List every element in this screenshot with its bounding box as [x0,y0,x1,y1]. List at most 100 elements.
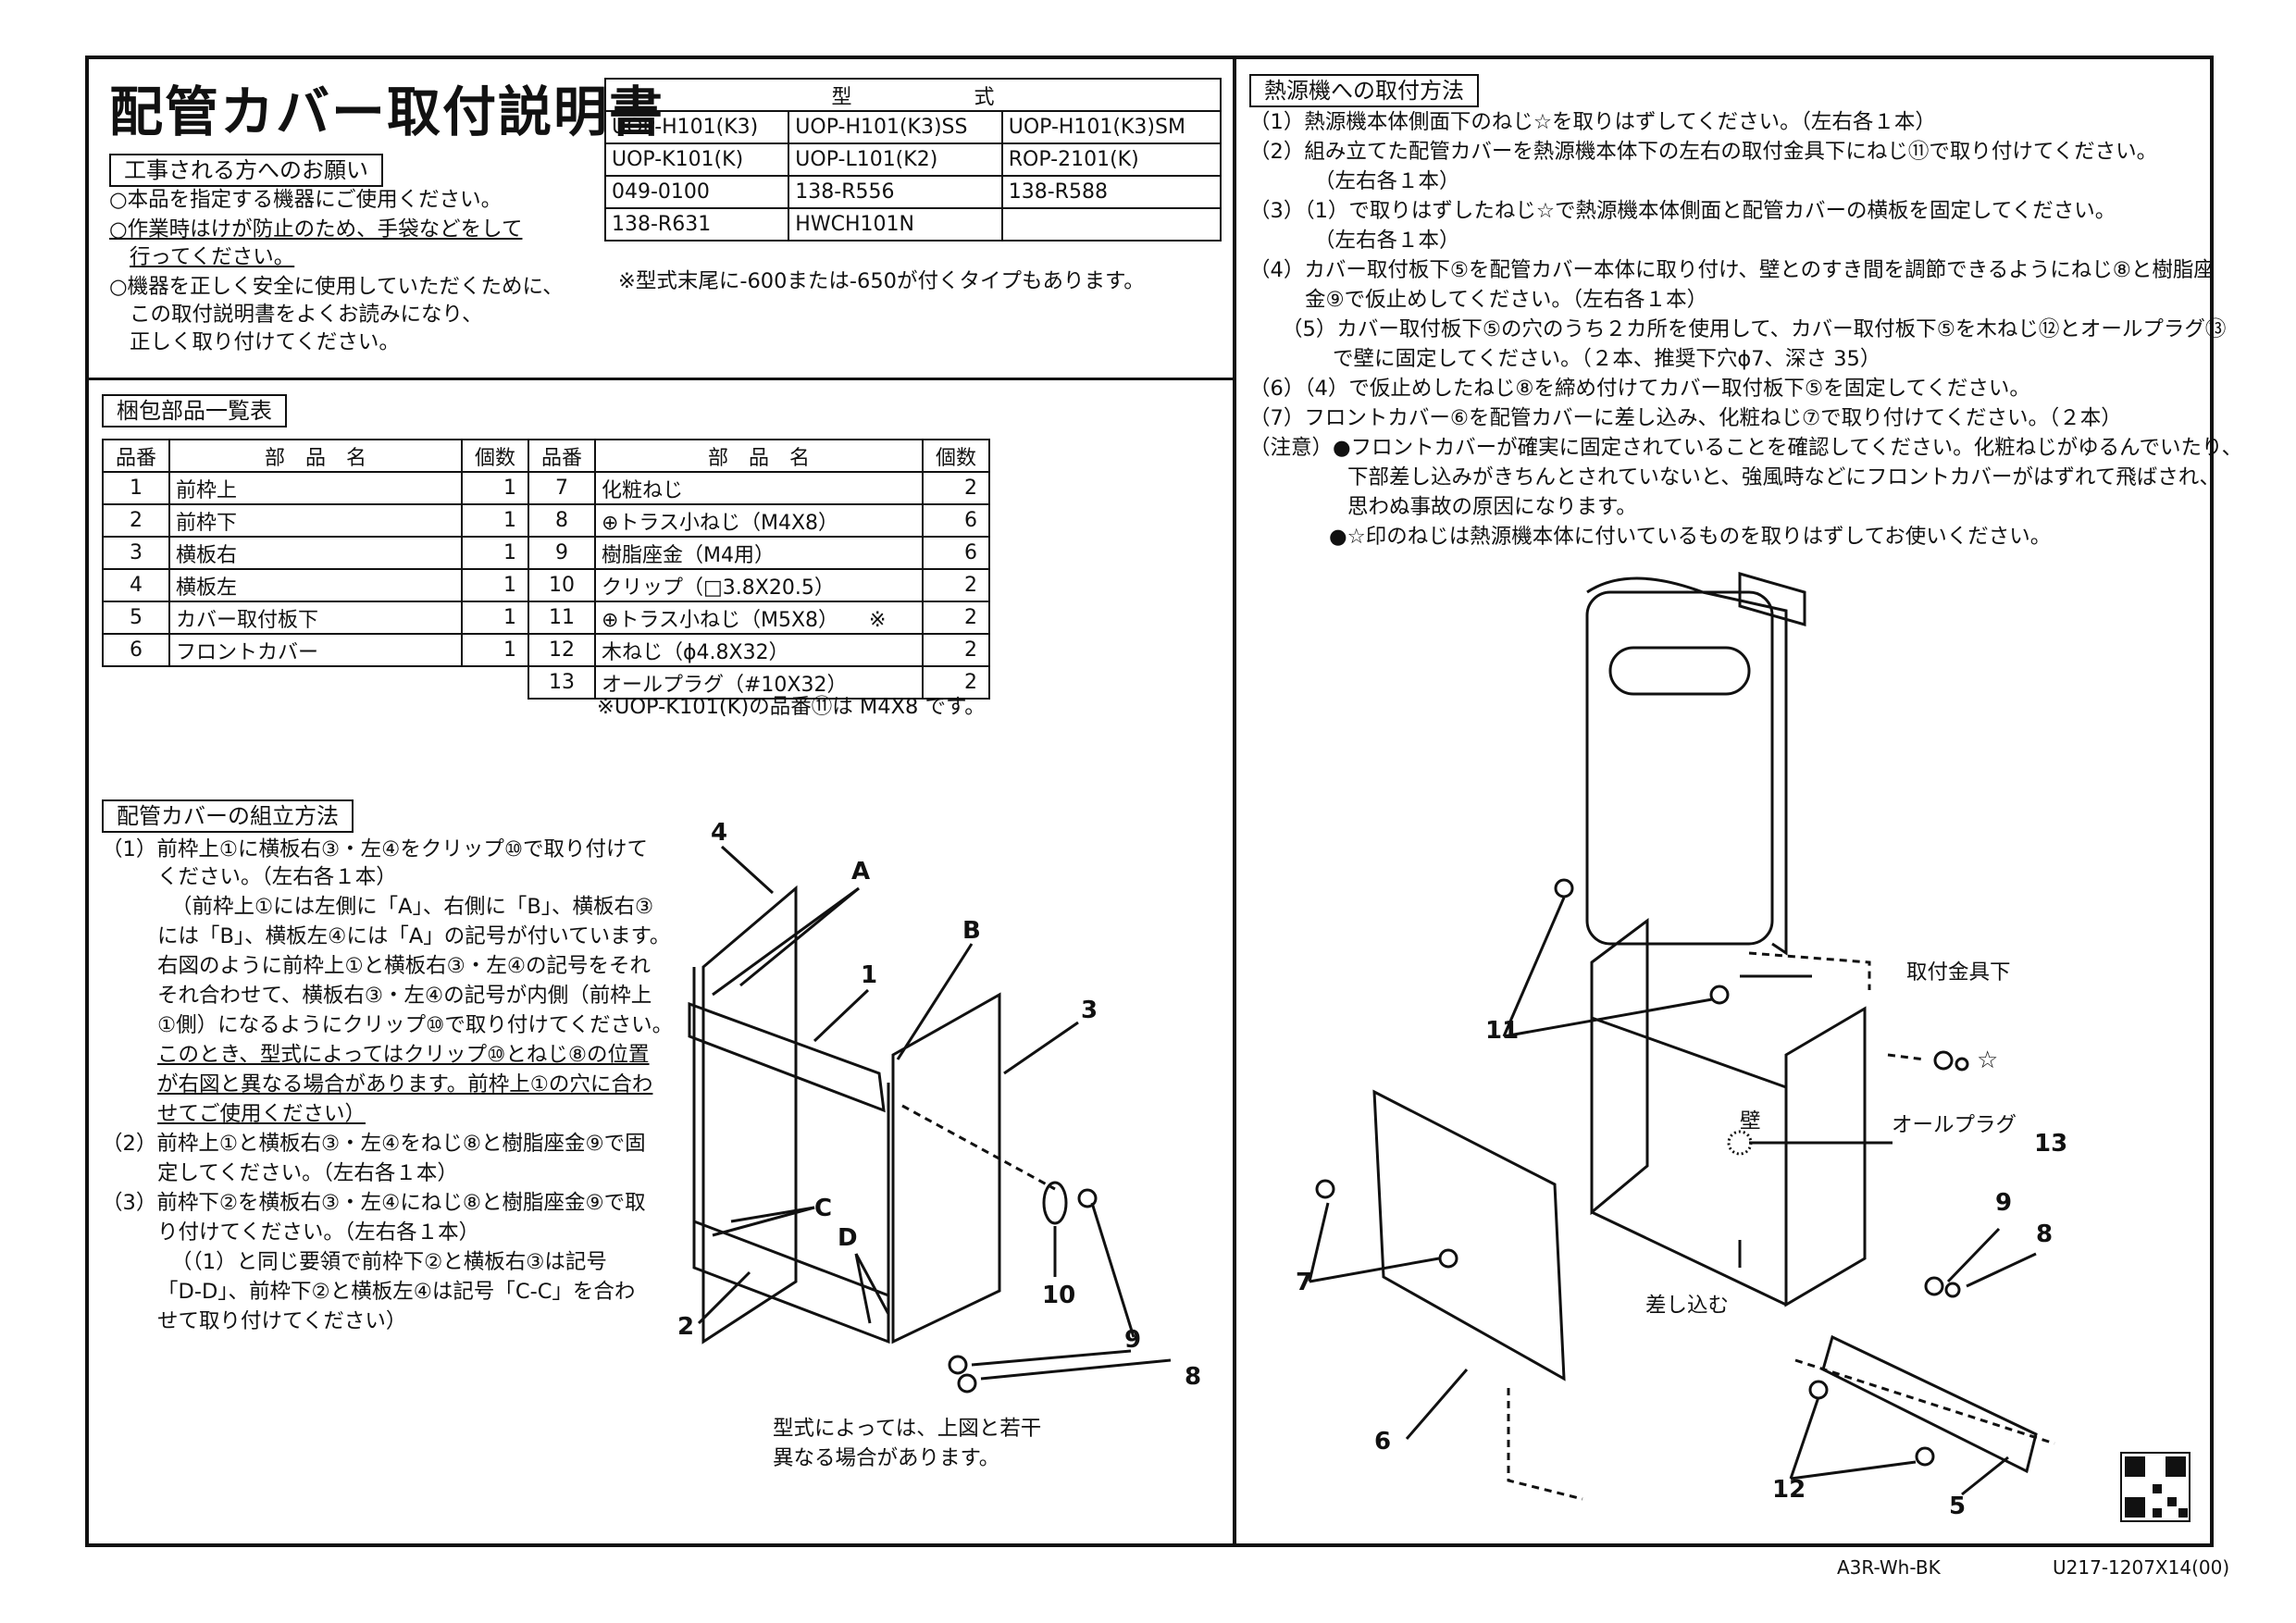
install-line: 思わぬ事故の原因になります。 [1347,495,1637,519]
label-b: B [962,917,981,945]
assembly-line: それ合わせて、横板右③・左④の記号が内側（前枠上 [157,984,652,1008]
install-line: （左右各１本） [1314,169,1460,193]
front-frame-bottom-shape [692,1219,890,1344]
part-name: 化粧ねじ [594,471,924,505]
assembly-line: （3）前枠下②を横板右③・左④にねじ⑧と樹脂座金⑨で取 [102,1191,646,1215]
callout-5: 5 [1949,1493,1967,1520]
part-qty: 2 [922,471,990,505]
part-no: 3 [102,536,170,570]
model-note: ※型式末尾に-600または-650が付くタイプもあります。 [618,269,1145,293]
install-line: （2）組み立てた配管カバーを熱源機本体下の左右の取付金具下にねじ⑪で取り付けてく… [1249,140,2158,164]
install-line: で壁に固定してください。（２本、推奨下穴ϕ7、深さ 35） [1333,347,1881,371]
part-name: カバー取付板下 [168,601,463,635]
callout-10: 10 [1042,1282,1076,1309]
install-line: ●☆印のねじは熱源機本体に付いているものを取りはずしてお使いください。 [1329,525,2052,549]
assembly-line: り付けてください。（左右各１本） [157,1220,480,1245]
label-star: ☆ [1977,1047,1999,1074]
model-cell: UOP-L101(K2) [788,142,1003,177]
callout-6: 6 [1374,1428,1392,1456]
label-d: D [838,1224,858,1252]
heater-display-shape [1608,646,1751,696]
label-insert: 差し込む [1645,1294,1730,1318]
install-line: （6）（4）で仮止めしたねじ⑧を締め付けてカバー取付板下⑤を固定してください。 [1249,377,2030,401]
assembly-line: （1）前枠上①に横板右③・左④をクリップ⑩で取り付けて [102,837,648,861]
screw-shape [948,1355,968,1375]
model-cell: ROP-2101(K) [1000,142,1222,177]
install-line: （7）フロントカバー⑥を配管カバーに差し込み、化粧ねじ⑦で取り付けてください。（… [1249,406,2122,430]
label-c: C [814,1195,833,1222]
left-panel-shape [701,885,798,1344]
callout-9: 9 [1124,1326,1142,1354]
diagram-note: 型式によっては、上図と若干 [773,1417,1042,1441]
label-wall: 壁 [1740,1109,1761,1134]
col-name: 部 品 名 [168,439,463,473]
part-name: フロントカバー [168,633,463,667]
part-name: 横板右 [168,536,463,570]
vertical-divider [1233,56,1236,1547]
assembly-heading: 配管カバーの組立方法 [102,799,354,833]
part-qty: 1 [461,536,529,570]
install-line: （左右各１本） [1314,229,1460,253]
wall-bracket-shape [1738,572,1806,626]
part-no: 2 [102,503,170,538]
part-qty: 1 [461,601,529,635]
assembly-diagram [688,845,1172,1394]
part-name: 木ねじ（ϕ4.8X32） [594,633,924,667]
col-name: 部 品 名 [594,439,924,473]
col-qty: 個数 [922,439,990,473]
parts-heading: 梱包部品一覧表 [102,394,287,427]
assembly-line: 「D-D」、前枠下②と横板左④は記号「C-C」を合わ [157,1280,636,1304]
label-bracket: 取付金具下 [1906,960,2011,985]
model-table: 型 式 UOP-H101(K3) UOP-H101(K3)SS UOP-H101… [603,78,1222,242]
label-a: A [851,858,871,886]
install-diagram [1308,572,2055,1501]
callout-12: 12 [1772,1476,1806,1504]
model-table-header: 型 式 [604,78,1222,112]
label-plug: オールプラグ [1892,1113,2017,1137]
model-cell: UOP-H101(K3) [603,110,790,144]
part-name: 前枠下 [168,503,463,538]
assembly-line: ①側）になるようにクリップ⑩で取り付けてください。 [157,1013,674,1037]
part-no: 10 [527,568,596,602]
callout-8-install: 8 [2036,1220,2054,1248]
request-line: 行ってください。 [130,245,295,269]
part-no: 6 [102,633,170,667]
heater-body-shape [1585,590,1774,946]
assembly-line: 右図のように前枠上①と横板右③・左④の記号をそれ [157,954,652,978]
page-frame [85,56,2214,1547]
assembly-line: （2）前枠上①と横板右③・左④をねじ⑧と樹脂座金⑨で固 [102,1132,646,1156]
right-panel-shape [891,992,1001,1344]
part-no: 4 [102,568,170,602]
callout-11: 11 [1485,1017,1520,1045]
model-cell [1000,207,1222,242]
assembly-line: が右図と異なる場合があります。前枠上①の穴に合わ [157,1072,653,1096]
part-no: 8 [527,503,596,538]
part-qty: 1 [461,471,529,505]
screw-shape [1077,1188,1098,1208]
callout-13: 13 [2034,1130,2068,1158]
part-qty: 2 [922,601,990,635]
callout-4: 4 [711,819,728,847]
part-no: 5 [102,601,170,635]
part-no: 7 [527,471,596,505]
part-no: 12 [527,633,596,667]
part-qty: 6 [922,503,990,538]
part-name: 前枠上 [168,471,463,505]
install-heading: 熱源機への取付方法 [1249,74,1479,107]
front-frame-top-shape [688,1001,886,1113]
front-cover-shape [1372,1089,1566,1381]
assembly-line: このとき、型式によってはクリップ⑩とねじ⑧の位置 [157,1043,650,1067]
part-qty: 1 [461,568,529,602]
callout-9-install: 9 [1995,1189,2013,1217]
model-cell: UOP-H101(K3)SM [1000,110,1222,144]
part-name: オールプラグ（#10X32） [594,665,924,700]
qr-code-icon [2120,1452,2191,1522]
model-cell: 049-0100 [603,175,790,209]
install-line: （1）熱源機本体側面下のねじ☆を取りはずしてください。（左右各１本） [1249,110,1936,134]
part-no: 1 [102,471,170,505]
callout-7: 7 [1296,1269,1313,1296]
request-line: 正しく取り付けてください。 [130,330,400,354]
